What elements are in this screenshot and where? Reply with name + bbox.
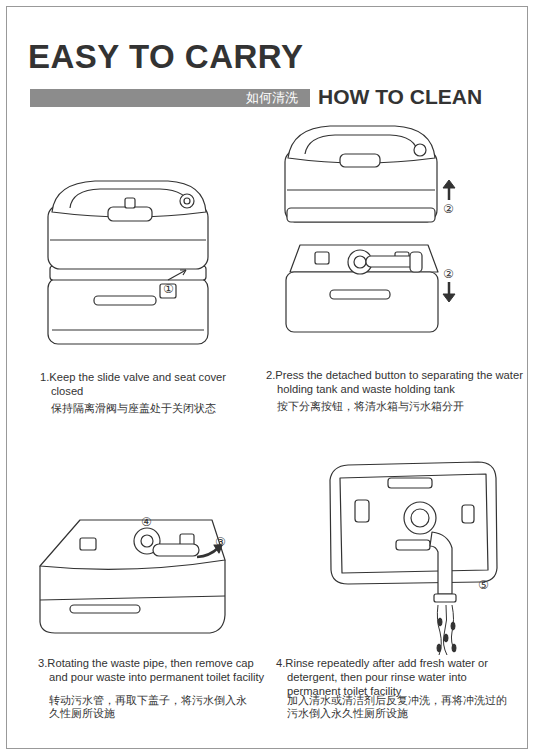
toilet-separated [285, 126, 438, 332]
callout-number: ③ [215, 536, 231, 548]
step-caption-zh: 转动污水管，再取下盖子，将污水倒入永久性厕所设施 [49, 694, 257, 720]
water-drops [437, 605, 456, 655]
band-label: 如何清洗 [246, 90, 298, 106]
step-caption-zh: 加入清水或清洁剂后反复冲洗，再将冲洗过的污水倒入永久性厕所设施 [287, 694, 509, 720]
step-caption: 2.Press the detached button to separatin… [266, 368, 534, 396]
callout-number: ② [443, 203, 459, 215]
waste-tank [40, 520, 225, 633]
direction-arrows [443, 180, 455, 302]
callout-number: ④ [141, 516, 157, 528]
callout-number: ⑤ [478, 579, 494, 591]
rinsing-tank [330, 462, 497, 602]
step-caption: 4.Rinse repeatedly after add fresh water… [276, 656, 517, 698]
step-caption: 3.Rotating the waste pipe, then remove c… [38, 656, 267, 684]
step-caption-zh: 保持隔离滑阀与座盖处于关闭状态 [51, 402, 251, 415]
page-title: EASY TO CARRY [28, 38, 303, 76]
section-heading: HOW TO CLEAN [318, 84, 482, 110]
callout-number: ① [163, 283, 179, 295]
callout-number: ② [443, 268, 459, 280]
toilet-closed [48, 181, 208, 344]
section-band: 如何清洗HOW TO CLEAN [30, 89, 310, 107]
step-caption: 1.Keep the slide valve and seat cover cl… [40, 370, 251, 398]
step-caption-zh: 按下分离按钮，将清水箱与污水箱分开 [277, 400, 527, 413]
